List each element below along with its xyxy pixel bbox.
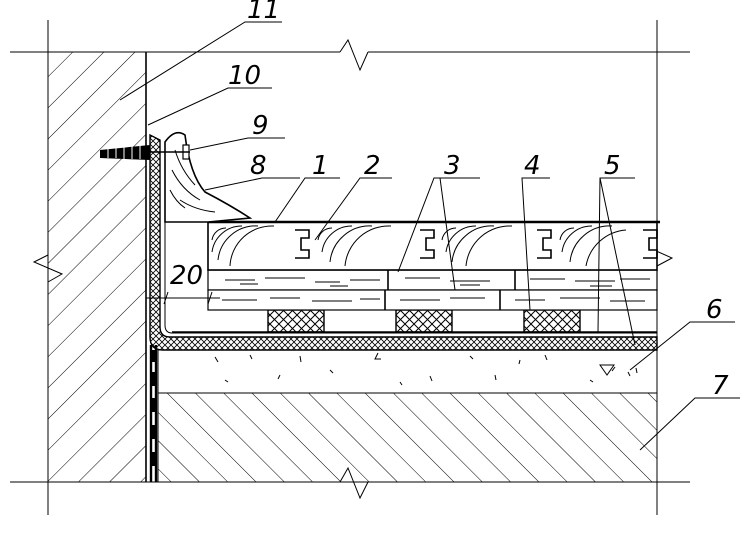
callout-11: 11 xyxy=(247,0,280,25)
subfloor-boards xyxy=(207,269,658,311)
callout-labels: 11 10 9 8 1 2 3 4 5 6 7 xyxy=(228,0,729,401)
parquet-boards xyxy=(207,220,660,271)
callout-4: 4 xyxy=(524,151,541,181)
callout-2: 2 xyxy=(364,151,381,181)
callout-3: 3 xyxy=(444,151,461,181)
callout-1: 1 xyxy=(312,151,329,181)
leader-lines xyxy=(119,21,740,451)
callout-7: 7 xyxy=(712,371,729,401)
dimension-20: 20 xyxy=(146,261,220,305)
callout-5: 5 xyxy=(604,151,621,181)
callout-6: 6 xyxy=(706,295,723,325)
insulation-membrane xyxy=(149,133,658,351)
anchor-screw xyxy=(100,144,190,160)
wall xyxy=(47,51,158,483)
wall-joint-filler xyxy=(151,350,156,466)
callout-10: 10 xyxy=(228,61,261,91)
callout-9: 9 xyxy=(252,111,269,141)
screed-layer xyxy=(157,349,658,394)
dimension-label: 20 xyxy=(170,261,203,291)
callout-8: 8 xyxy=(250,151,267,181)
base-slab xyxy=(157,392,658,483)
joist-pads xyxy=(267,309,581,333)
